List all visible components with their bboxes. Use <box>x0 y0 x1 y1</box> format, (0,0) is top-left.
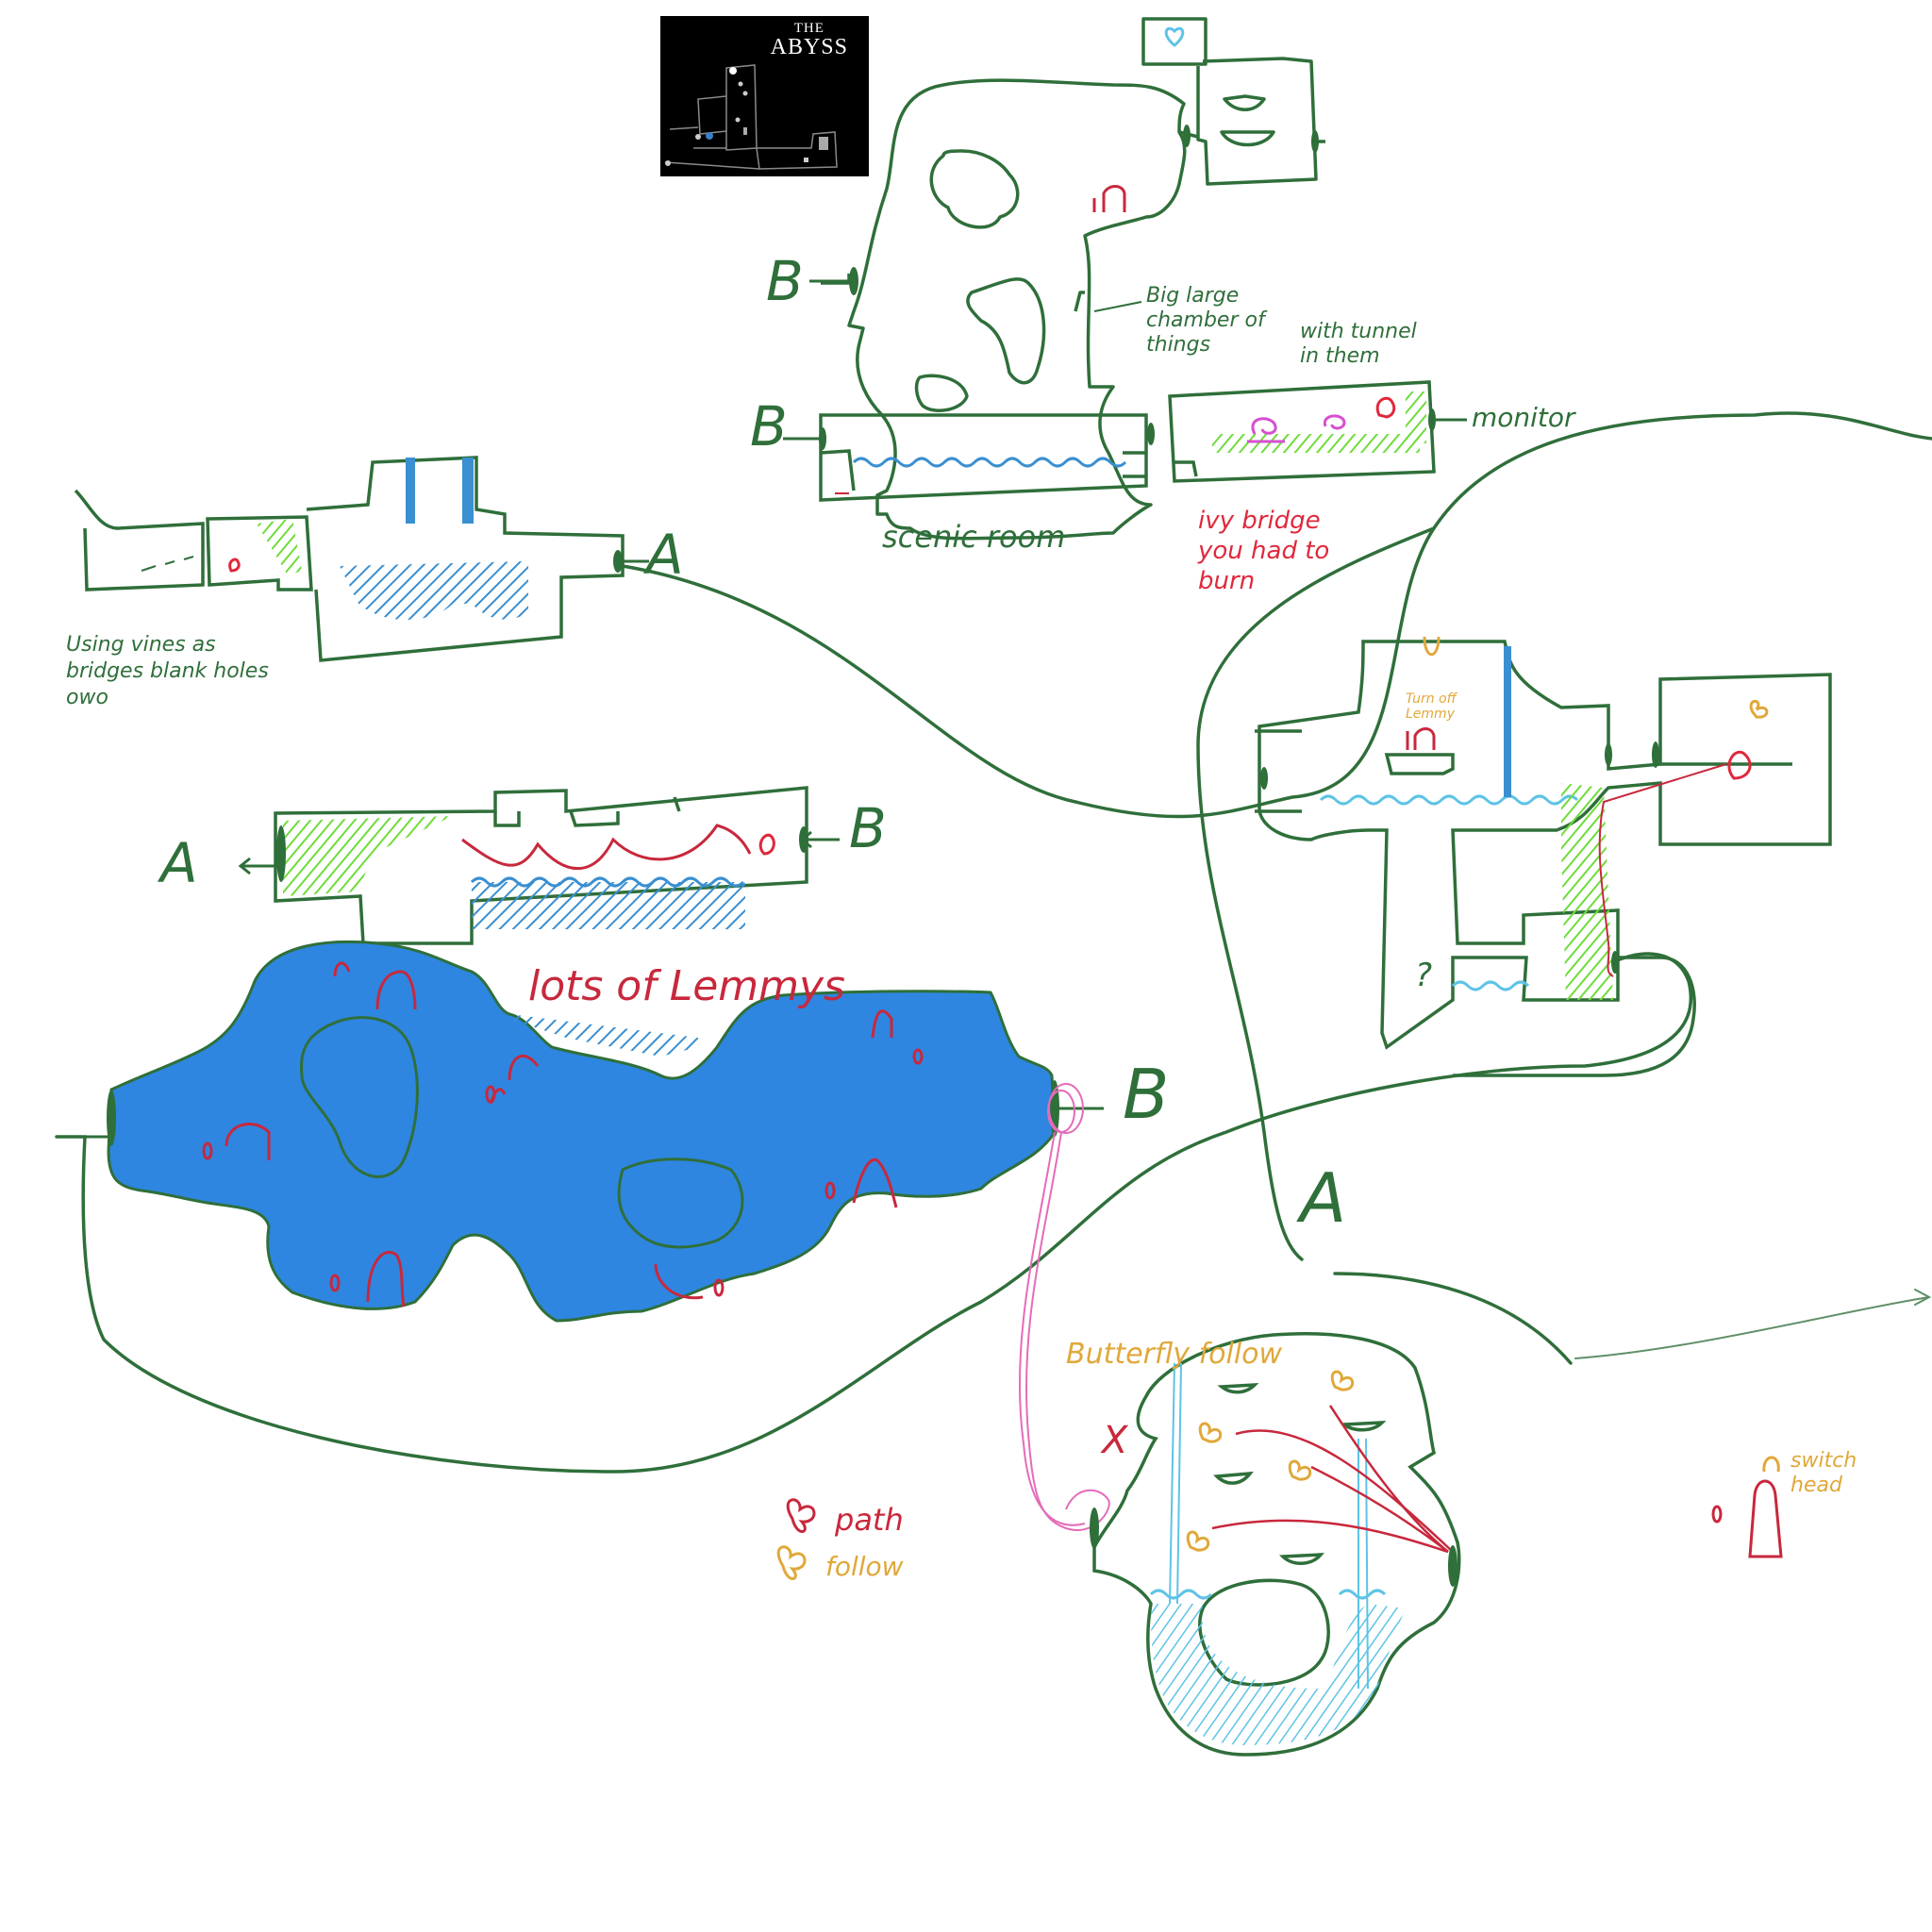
pink-trail <box>1025 1131 1110 1531</box>
water-hatch-vines-room <box>340 561 528 620</box>
b-label-mid: B <box>849 796 887 860</box>
ivy-vine-wall <box>1406 391 1426 443</box>
connection-a-to-right <box>621 411 1932 819</box>
connection-right-loop <box>1196 526 1436 1261</box>
mid-door-left <box>276 825 286 882</box>
mid-red-arches <box>461 824 752 871</box>
butterfly-room-water <box>1151 1604 1406 1745</box>
red-doorway-top <box>1092 185 1126 212</box>
connection-arrow-right <box>1574 1296 1930 1359</box>
butterfly-icons <box>1186 1370 1355 1552</box>
orange-lamp <box>1423 636 1441 657</box>
spiral-icon-2 <box>1323 414 1346 430</box>
scenic-room-label: scenic room <box>882 519 1065 555</box>
connection-arrow-head <box>1914 1289 1932 1306</box>
right-fire-icon <box>1727 751 1752 780</box>
minimap-panel: THE ABYSS <box>660 16 869 176</box>
x-mark-label: X <box>1100 1419 1129 1462</box>
question-label: ? <box>1415 957 1432 994</box>
minimap-title-small: THE <box>793 21 824 36</box>
mid-vine-hatch <box>283 816 453 896</box>
scenic-water <box>852 457 1127 468</box>
dotted-trail <box>141 556 194 572</box>
water-column-left <box>406 458 415 524</box>
lake-islands <box>300 1016 744 1249</box>
chamber-pointer <box>1093 301 1142 312</box>
connection-lake-loop <box>55 952 1693 1474</box>
ivy-bridge-room <box>1168 380 1436 483</box>
a-label-topleft: A <box>642 523 684 587</box>
lake-lemmys <box>202 961 924 1307</box>
fire-icon-vines <box>228 558 241 573</box>
b-label-lake: B <box>1123 1055 1169 1134</box>
legend-follow-icon <box>776 1545 807 1580</box>
mid-arrows <box>238 830 840 875</box>
legend-path-icon <box>786 1498 816 1533</box>
lots-of-lemmys-label: lots of Lemmys <box>528 962 845 1010</box>
right-vine-hatch <box>1561 783 1613 1000</box>
door-markers <box>613 125 1436 573</box>
red-rope <box>1598 763 1727 977</box>
pink-trail-2 <box>1018 1131 1086 1526</box>
butterfly-room-waterfalls <box>1169 1362 1369 1690</box>
big-chamber-room <box>821 17 1325 541</box>
a-label-right: A <box>1296 1158 1346 1238</box>
big-lake <box>107 940 1057 1323</box>
switch-head-icon <box>1711 1456 1783 1558</box>
vines-bridges-room <box>74 456 625 662</box>
connection-lines <box>55 411 1932 1474</box>
butterfly-room-water-line <box>1149 1589 1387 1600</box>
butterfly-paths <box>1211 1405 1454 1554</box>
legend-path-label: path <box>834 1502 904 1538</box>
right-water-line-2 <box>1451 980 1530 991</box>
minimap-drawing <box>664 64 838 170</box>
right-doors <box>1260 741 1659 974</box>
right-water-line <box>1319 794 1579 806</box>
butterfly-room-doors <box>1090 1507 1457 1587</box>
spiral-icon-1 <box>1247 417 1285 443</box>
right-waterfall <box>1504 646 1511 797</box>
monitor-label: monitor <box>1472 402 1576 433</box>
b-label-top-2: B <box>750 394 788 458</box>
a-label-mid: A <box>157 831 198 895</box>
mid-fire-icon <box>758 833 775 856</box>
connection-bottom-right <box>1333 1272 1573 1365</box>
legend-follow-label: follow <box>825 1551 904 1582</box>
mid-water-line <box>470 876 745 888</box>
minimap-title-big: ABYSS <box>770 35 848 59</box>
mid-door-right <box>799 826 808 853</box>
vine-hatch-left <box>257 519 302 575</box>
mid-corridor-room <box>274 786 808 945</box>
lake-surface-hatch <box>509 1014 698 1057</box>
minimap-title: THE ABYSS <box>770 21 848 59</box>
b-label-top-1: B <box>766 249 804 313</box>
water-column-right <box>462 458 474 524</box>
ivy-vine-fill <box>1212 434 1420 453</box>
lemmy-switch <box>1406 727 1436 750</box>
right-rooms <box>1255 640 1832 1077</box>
butterfly-icon-right <box>1749 699 1769 719</box>
fire-icon-ivy <box>1375 396 1396 419</box>
mid-water-hatch <box>472 882 745 929</box>
butterfly-follow-label: Butterfly follow <box>1066 1338 1283 1371</box>
heart-icon <box>1164 26 1185 47</box>
scenic-room <box>819 413 1148 502</box>
